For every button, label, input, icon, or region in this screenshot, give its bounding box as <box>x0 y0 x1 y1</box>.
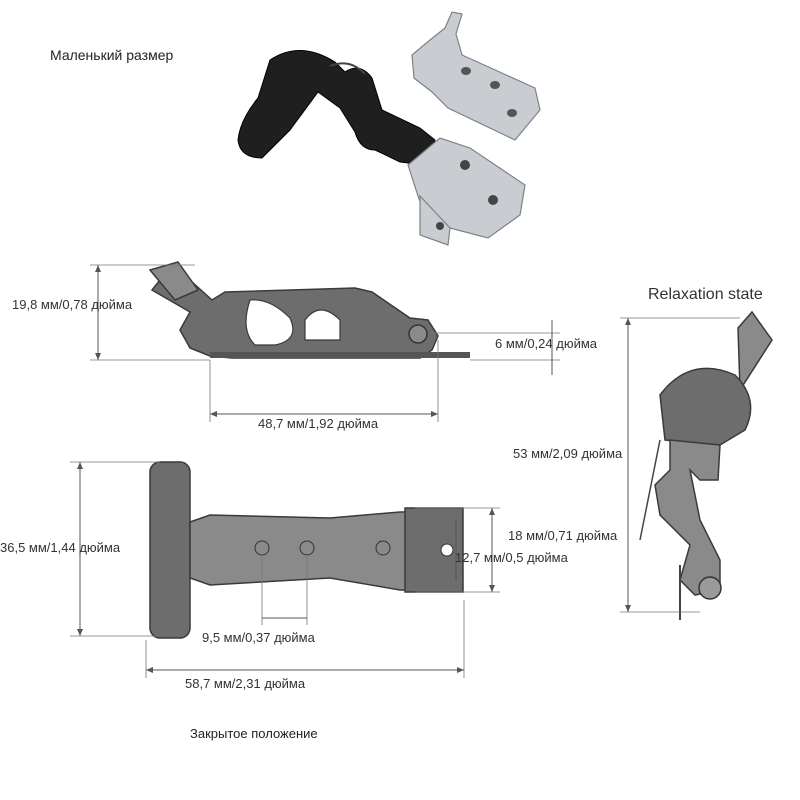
side-dimensions: 19,8 мм/0,78 дюйма 6 мм/0,24 дюйма 48,7 … <box>12 264 598 431</box>
dim-hole-spacing-v: 12,7 мм/0,5 дюйма <box>455 550 569 565</box>
relaxed-view <box>639 310 773 620</box>
dim-thickness-side: 6 мм/0,24 дюйма <box>495 336 598 351</box>
dim-total-length: 58,7 мм/2,31 дюйма <box>185 676 306 691</box>
dim-height-side: 19,8 мм/0,78 дюйма <box>12 297 133 312</box>
size-title: Маленький размер <box>50 47 173 63</box>
rubber-handle <box>237 50 436 166</box>
keeper-clip <box>411 11 541 141</box>
top-view <box>149 461 464 639</box>
bottom-bracket <box>407 137 526 246</box>
dim-height-relax: 53 мм/2,09 дюйма <box>513 446 623 461</box>
dim-length-side: 48,7 мм/1,92 дюйма <box>258 416 379 431</box>
dim-hole-spacing-h: 9,5 мм/0,37 дюйма <box>202 630 316 645</box>
closed-position-label: Закрытое положение <box>190 726 318 741</box>
dim-bracket-height: 18 мм/0,71 дюйма <box>508 528 618 543</box>
relaxation-label: Relaxation state <box>648 286 763 303</box>
latch-photo <box>237 11 541 246</box>
top-dimensions: 36,5 мм/1,44 дюйма 18 мм/0,71 дюйма 12,7… <box>0 461 618 691</box>
relax-dimension: 53 мм/2,09 дюйма <box>513 317 740 613</box>
dim-handle-width: 36,5 мм/1,44 дюйма <box>0 540 121 555</box>
side-view <box>148 261 470 359</box>
